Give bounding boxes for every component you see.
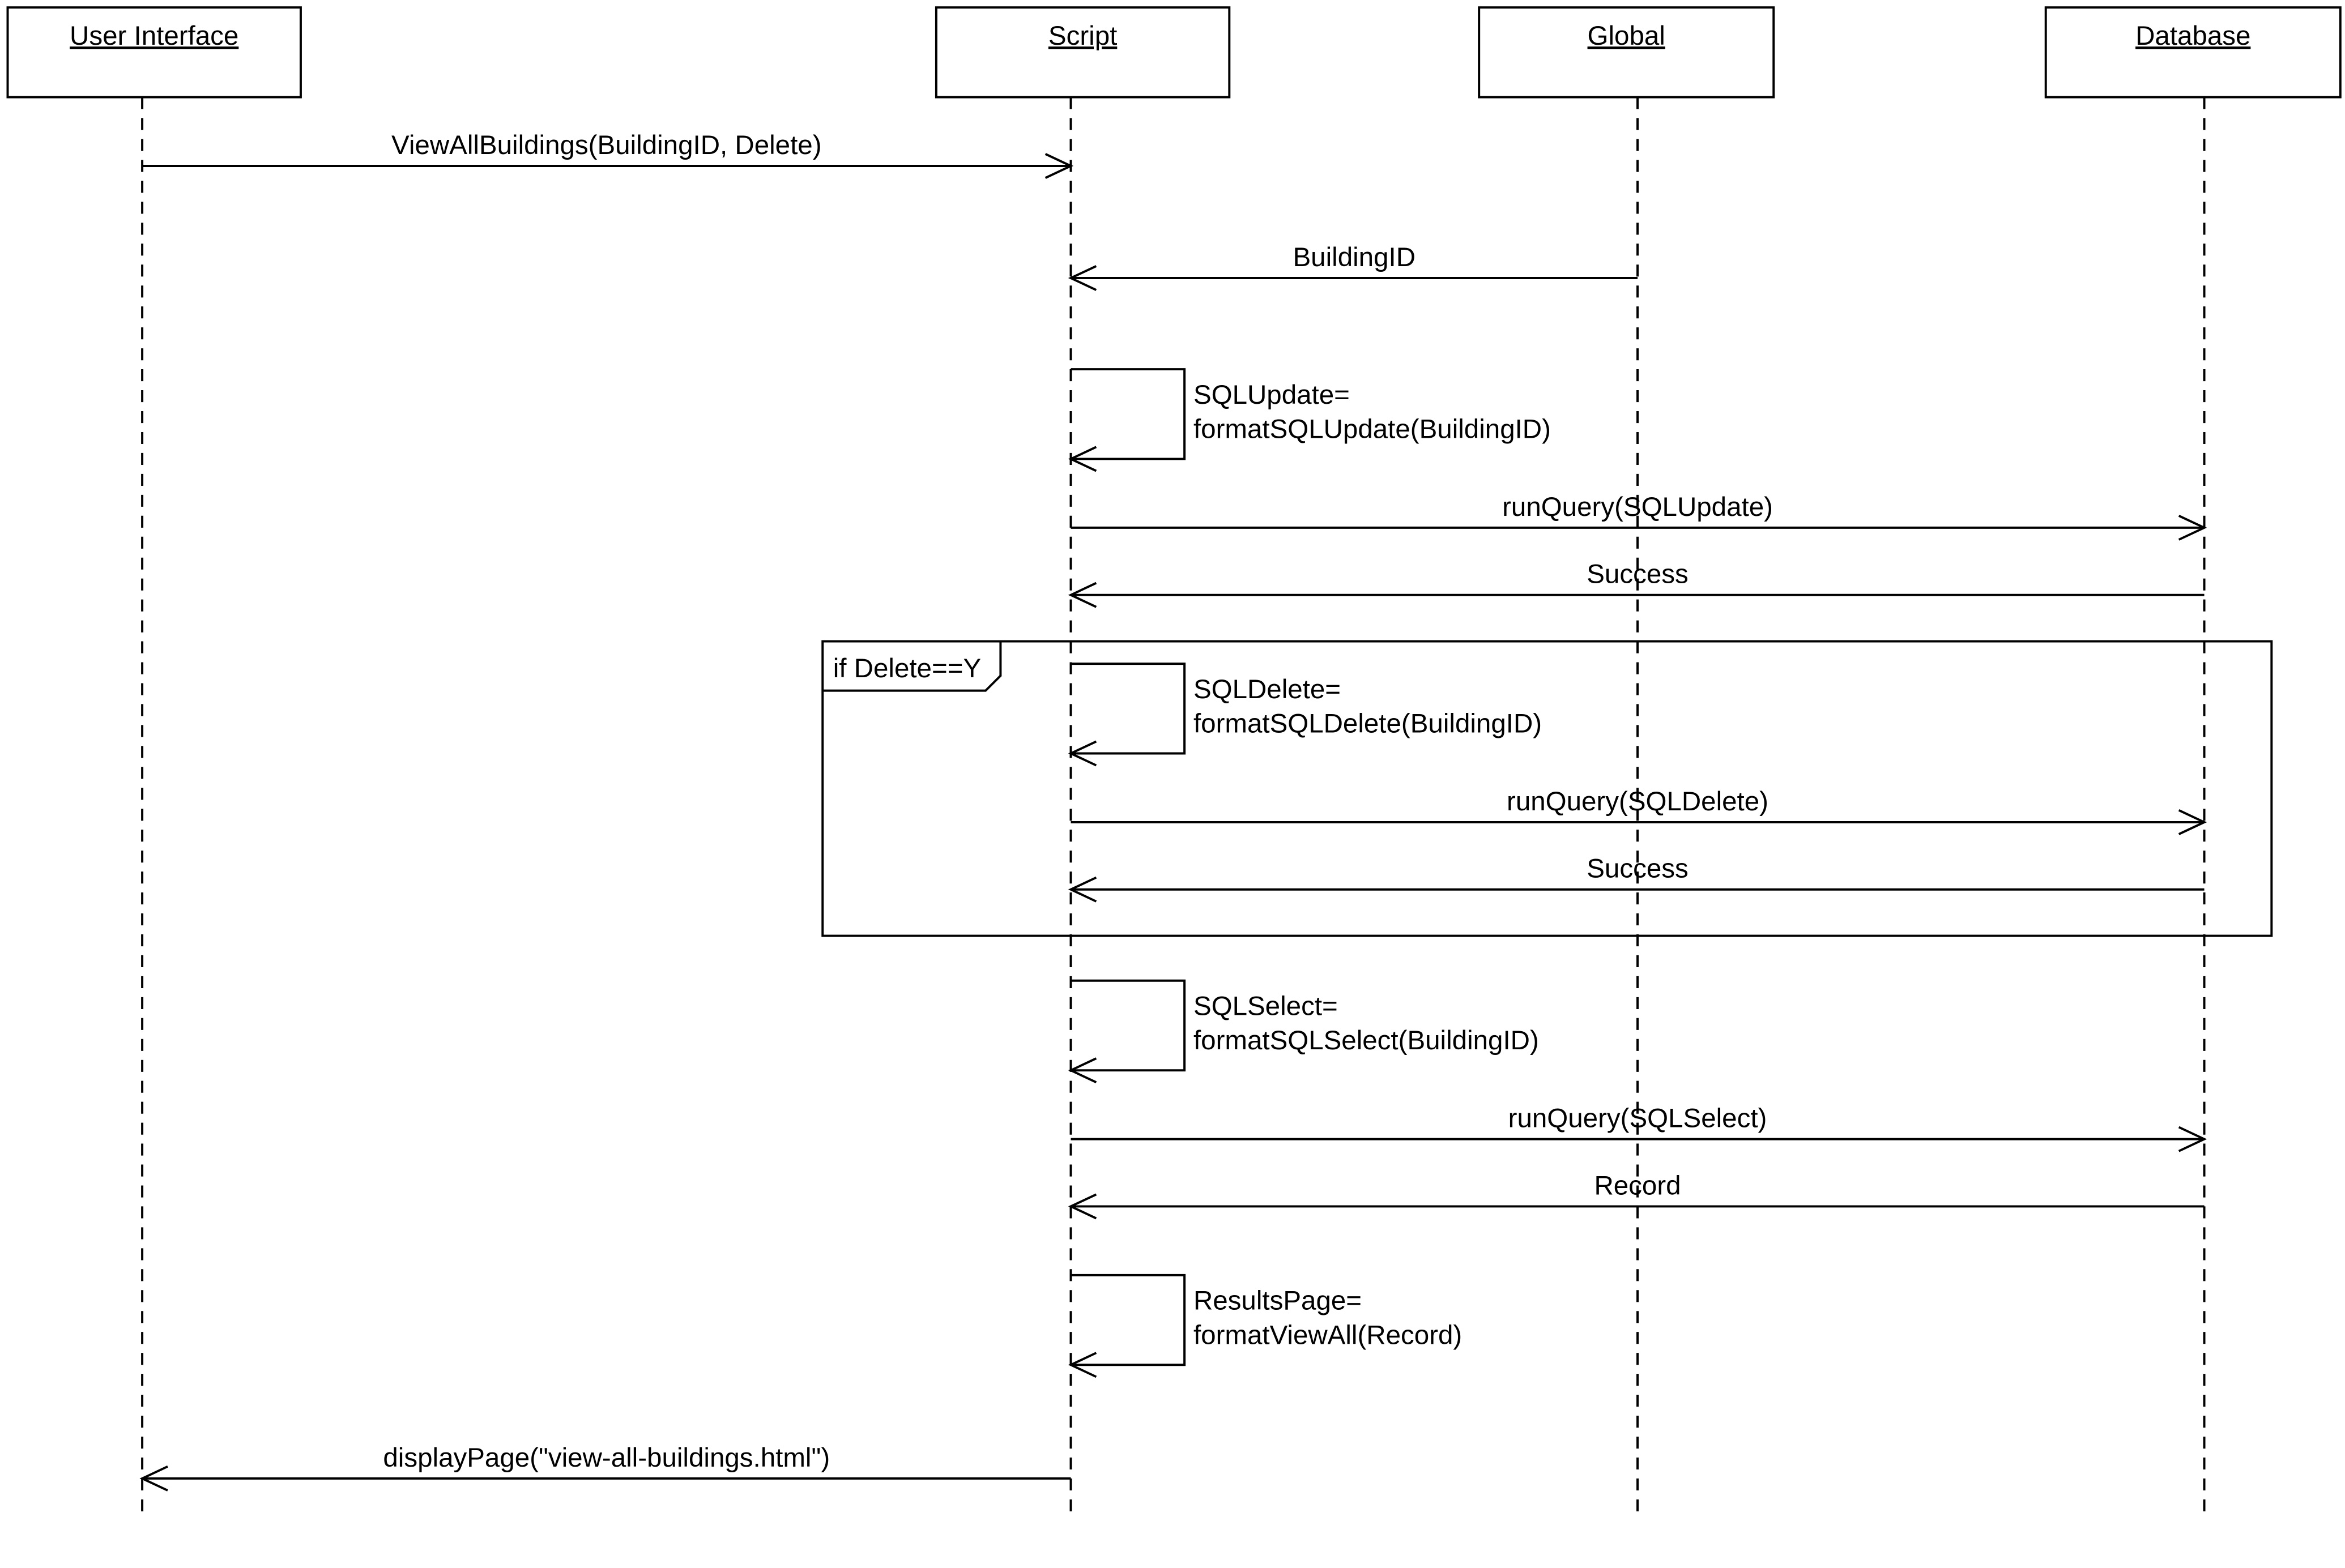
message-label: SQLUpdate= [1193,380,1350,410]
message-label: Record [1594,1170,1681,1200]
alt-fragment: if Delete==Y [821,640,2273,937]
arrowhead [1068,582,1097,608]
participant-name: User Interface [70,21,238,51]
arrowhead [1068,740,1097,767]
message-9: SQLSelect= formatSQLSelect(BuildingID) [1068,979,1539,1084]
message-label: runQuery(SQLDelete) [1507,787,1768,817]
arrowhead [2178,514,2207,541]
message-label: runQuery(SQLUpdate) [1502,492,1773,522]
self-message-line [1071,1274,1186,1366]
message-label: BuildingID [1293,242,1415,272]
message-label: formatViewAll(Record) [1193,1320,1462,1350]
participant-name: Script [1048,21,1117,51]
participant-box [6,6,302,99]
participant-ui: User Interface [6,6,302,99]
message-label: Success [1587,559,1689,589]
fragment-frame [821,640,2273,937]
arrowhead [1068,1193,1097,1220]
arrowhead [1068,446,1097,472]
participant-box [1478,6,1775,99]
message-11: Record [1068,1170,2205,1220]
arrowhead [2178,809,2207,835]
participant-box [2044,6,2342,99]
lifelines [141,97,2206,1513]
self-message-line [1071,663,1186,755]
message-label: formatSQLUpdate(BuildingID) [1193,414,1551,444]
message-10: runQuery(SQLSelect) [1071,1104,2207,1152]
message-8: Success [1068,854,2205,903]
arrowhead [1044,153,1074,179]
message-label: ViewAllBuildings(BuildingID, Delete) [391,130,822,160]
message-3: SQLUpdate= formatSQLUpdate(BuildingID) [1068,368,1551,472]
participant-db: Database [2044,6,2342,99]
message-5: Success [1068,559,2205,608]
arrowhead [1068,876,1097,903]
message-2: BuildingID [1068,242,1638,291]
self-message-line [1071,979,1186,1072]
participant-name: Database [2135,21,2250,51]
message-label: ResultsPage= [1193,1286,1362,1316]
arrowhead [2178,1126,2207,1152]
participant-global: Global [1478,6,1775,99]
participant-script: Script [935,6,1231,99]
message-12: ResultsPage= formatViewAll(Record) [1068,1274,1462,1378]
arrowhead [1068,1057,1097,1084]
participants: User Interface Script Global Database [6,6,2342,99]
arrowhead [1068,265,1097,291]
arrowhead [139,1465,168,1492]
message-1: ViewAllBuildings(BuildingID, Delete) [142,130,1074,179]
fragment-tab [822,641,1002,692]
participant-name: Global [1588,21,1665,51]
messages: ViewAllBuildings(BuildingID, Delete) Buil… [139,130,2207,1492]
message-label: SQLSelect= [1193,992,1338,1022]
arrowhead [1068,1352,1097,1378]
participant-box [935,6,1231,99]
message-label: displayPage("view-all-buildings.html") [383,1443,830,1473]
message-label: formatSQLDelete(BuildingID) [1193,709,1542,739]
message-4: runQuery(SQLUpdate) [1071,492,2207,541]
message-6: SQLDelete= formatSQLDelete(BuildingID) [1068,663,1542,767]
self-message-line [1071,368,1186,460]
message-7: runQuery(SQLDelete) [1071,787,2207,835]
message-label: Success [1587,854,1689,884]
message-label: runQuery(SQLSelect) [1508,1104,1767,1134]
message-label: SQLDelete= [1193,674,1341,704]
message-13: displayPage("view-all-buildings.html") [139,1443,1071,1492]
fragment-label: if Delete==Y [833,653,981,683]
message-label: formatSQLSelect(BuildingID) [1193,1026,1539,1056]
